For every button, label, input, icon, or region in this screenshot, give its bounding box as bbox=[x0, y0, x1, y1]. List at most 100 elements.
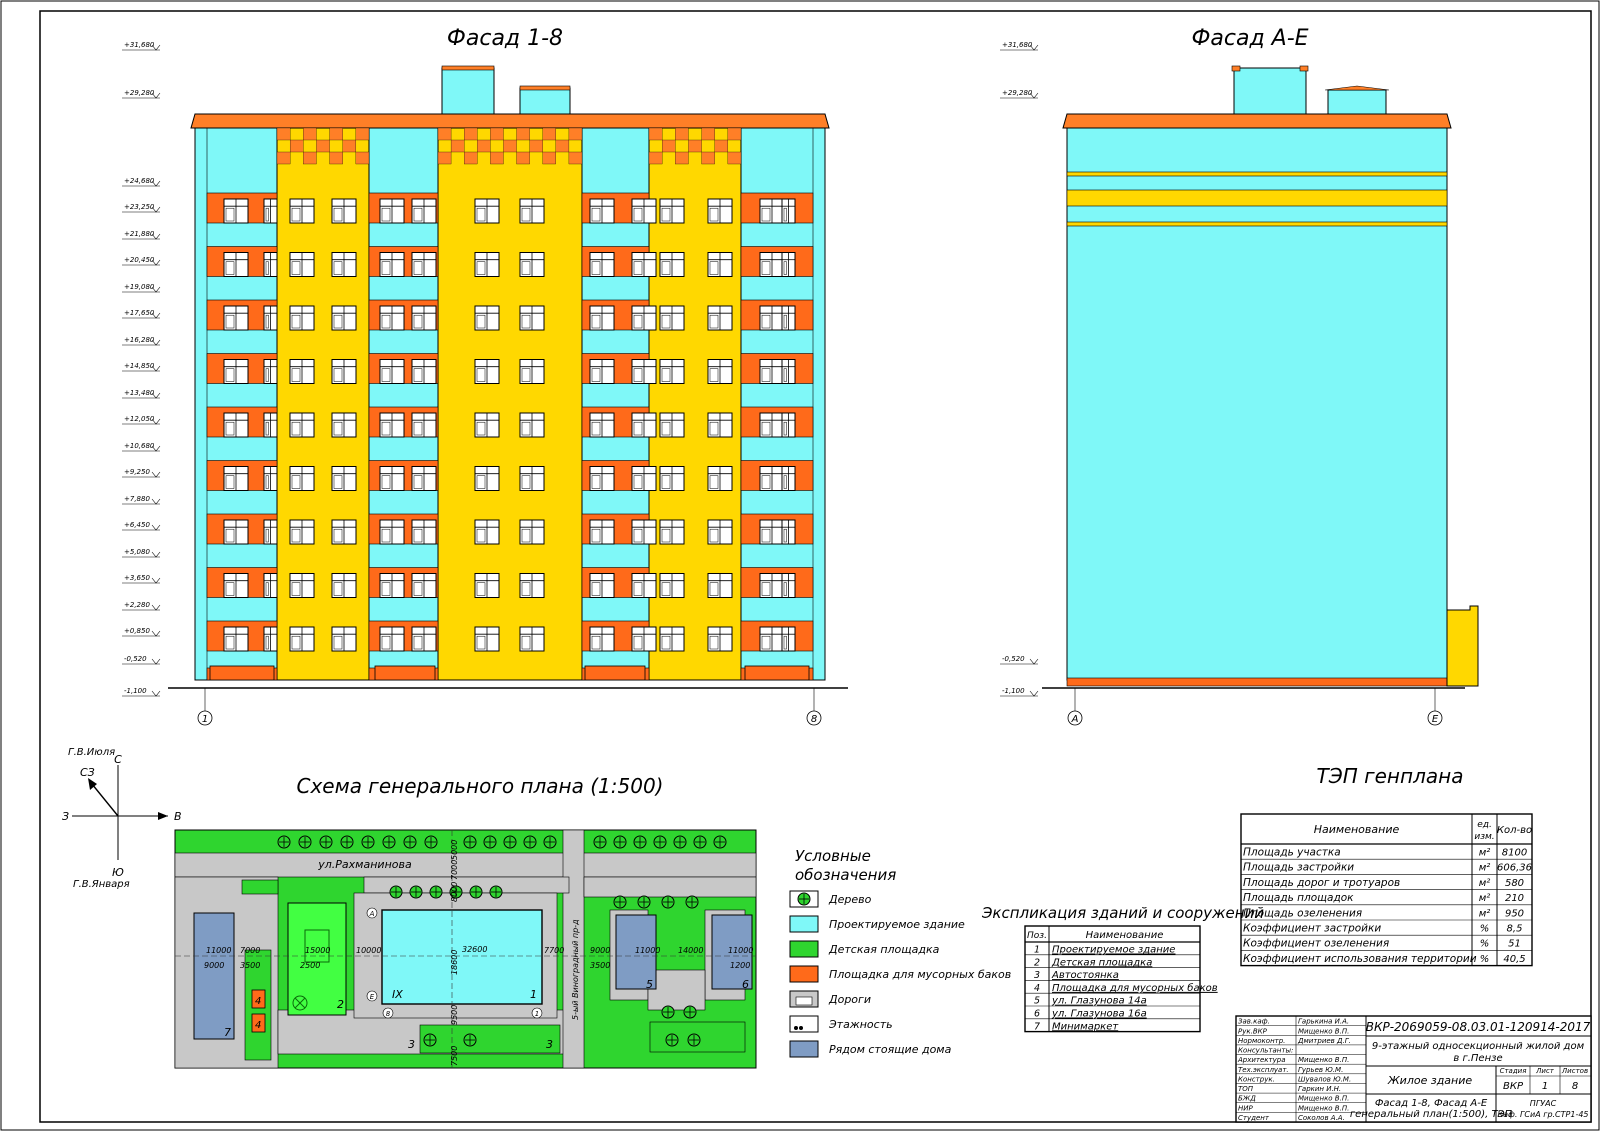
facade-1-8-elevation-marks: +31,680+29,280+24,680+23,250+21,880+20,4… bbox=[122, 41, 161, 697]
legend-label-2: Детская площадка bbox=[828, 943, 940, 956]
expl-row-name: Минимаркет bbox=[1052, 1021, 1119, 1032]
tep-row-name: Площадь дорог и тротуаров bbox=[1243, 877, 1400, 889]
site-plan: Схема генерального плана (1:500) bbox=[174, 774, 757, 1069]
tree-12 bbox=[543, 835, 557, 849]
dim-9500: 9500 bbox=[450, 1005, 459, 1025]
expl-row-name: Детская площадка bbox=[1051, 957, 1152, 968]
tree-20 bbox=[389, 885, 403, 899]
tree-3 bbox=[340, 835, 354, 849]
plan-axis-a: А bbox=[369, 910, 375, 918]
mark-3a: 3 bbox=[408, 1038, 415, 1051]
role-person: Мищенко В.П. bbox=[1298, 1104, 1349, 1112]
legend-swatch-3 bbox=[789, 965, 819, 983]
tep-row-unit: м² bbox=[1479, 893, 1491, 904]
org-line2: Каф. ГСиА гр.СТР1-45 bbox=[1497, 1110, 1588, 1119]
facade_18-level-1: +29,280 bbox=[122, 89, 161, 99]
role-name: Нормоконтр. bbox=[1238, 1037, 1285, 1045]
inner-frame bbox=[39, 10, 1592, 1123]
facade_ae-level-2: -0,520 bbox=[1000, 655, 1039, 665]
legend-label-3: Площадка для мусорных баков bbox=[829, 968, 1011, 981]
tep-row-unit: м² bbox=[1479, 848, 1491, 859]
tree-8 bbox=[463, 835, 477, 849]
compass-rose: С Ю В З СЗ Г.В.Июля Г.В.Января bbox=[62, 747, 182, 890]
dim-18600: 18600 bbox=[450, 950, 459, 975]
tree-21 bbox=[409, 885, 423, 899]
tep-header-unit-1: ед. bbox=[1477, 820, 1492, 830]
tree-5 bbox=[382, 835, 396, 849]
tep-row-value: 40,5 bbox=[1503, 954, 1525, 965]
role-person: Шувалов Ю.М. bbox=[1298, 1075, 1351, 1083]
compass-north: С bbox=[114, 753, 122, 766]
expl-row-pos: 4 bbox=[1034, 983, 1040, 994]
tep-row-value: 210 bbox=[1505, 893, 1524, 904]
explication-section: Экспликация зданий и сооружений Поз.Наим… bbox=[981, 904, 1264, 1032]
tree-33 bbox=[463, 1033, 477, 1047]
plan-axis-1: 1 bbox=[535, 1010, 539, 1018]
expl-header-name: Наименование bbox=[1086, 930, 1164, 941]
tree-35 bbox=[687, 1033, 701, 1047]
role-row-7: ТОП Гаркин И.Н. bbox=[1238, 1085, 1341, 1093]
mark-7: 7 bbox=[224, 1026, 231, 1039]
facade_18-level-7: +17,650 bbox=[122, 309, 161, 319]
facade_18-level-10: +13,480 bbox=[122, 389, 161, 399]
facade-1-8: Фасад 1-8 +31,680+29,280+24,680+23,250+2… bbox=[122, 26, 848, 726]
roof-housing-1 bbox=[441, 67, 495, 115]
facade_18-level-19: +0,850 bbox=[122, 627, 161, 637]
mark-2: 2 bbox=[337, 998, 344, 1011]
sheet-value: 1 bbox=[1542, 1081, 1548, 1092]
role-row-2: Нормоконтр.Дмитриев Д.Г. bbox=[1238, 1037, 1351, 1045]
designed-building-plan bbox=[381, 909, 543, 1005]
facade_ae-level-1: +29,280 bbox=[1000, 89, 1039, 99]
plan-axis-8: 8 bbox=[386, 1010, 391, 1018]
facade_18-level-2: +24,680 bbox=[122, 177, 161, 187]
role-name: Конструк. bbox=[1238, 1075, 1275, 1083]
role-name: НИР bbox=[1238, 1104, 1254, 1112]
legend-title-line2: обозначения bbox=[795, 866, 896, 884]
tep-row-unit: м² bbox=[1479, 863, 1491, 874]
facade_18-level-15: +6,450 bbox=[122, 521, 161, 531]
dim-7000: 7000 bbox=[450, 860, 459, 880]
facade_ae-level-0: +31,680 bbox=[1000, 41, 1039, 51]
role-name: ТОП bbox=[1238, 1085, 1254, 1093]
tree-10 bbox=[503, 835, 517, 849]
tep-row-unit: % bbox=[1480, 924, 1490, 935]
legend-label-1: Проектируемое здание bbox=[829, 918, 965, 931]
tep-row-unit: м² bbox=[1479, 878, 1491, 889]
role-name: Зав.каф. bbox=[1238, 1018, 1270, 1026]
facade_18-level-text-21: -1,100 bbox=[124, 687, 147, 695]
tree-18 bbox=[693, 835, 707, 849]
facade_18-level-16: +5,080 bbox=[122, 548, 161, 558]
facade_18-level-text-16: +5,080 bbox=[124, 548, 150, 556]
legend-label-4: Дороги bbox=[828, 993, 871, 1006]
tep-row-unit: % bbox=[1480, 939, 1490, 950]
facade_18-level-text-1: +29,280 bbox=[124, 89, 155, 97]
facade_18-level-9: +14,850 bbox=[122, 362, 161, 372]
expl-row-pos: 6 bbox=[1034, 1009, 1040, 1020]
expl-row-name: ул. Глазунова 16а bbox=[1051, 1009, 1147, 1020]
sheets-label: Листов bbox=[1561, 1067, 1588, 1075]
facade_18-level-21: -1,100 bbox=[122, 687, 161, 697]
org-line1: ПГУАС bbox=[1530, 1099, 1557, 1108]
facade_18-level-text-19: +0,850 bbox=[124, 627, 150, 635]
tep-row-unit: м² bbox=[1479, 908, 1491, 919]
wind-january-label: Г.В.Января bbox=[73, 879, 130, 890]
axis-1-label: 1 bbox=[202, 714, 208, 725]
tree-31 bbox=[683, 1005, 697, 1019]
tep-row-name: Коэффициент использования территории bbox=[1243, 953, 1477, 965]
role-person: Гаркин И.Н. bbox=[1298, 1085, 1341, 1093]
facade_18-level-text-12: +10,680 bbox=[124, 442, 155, 450]
dim-3500-a: 3500 bbox=[240, 961, 260, 970]
tree-32 bbox=[423, 1033, 437, 1047]
dim-3500: 3500 bbox=[590, 961, 610, 970]
tep-row-value: 606,36 bbox=[1497, 863, 1532, 874]
tree-7 bbox=[424, 835, 438, 849]
